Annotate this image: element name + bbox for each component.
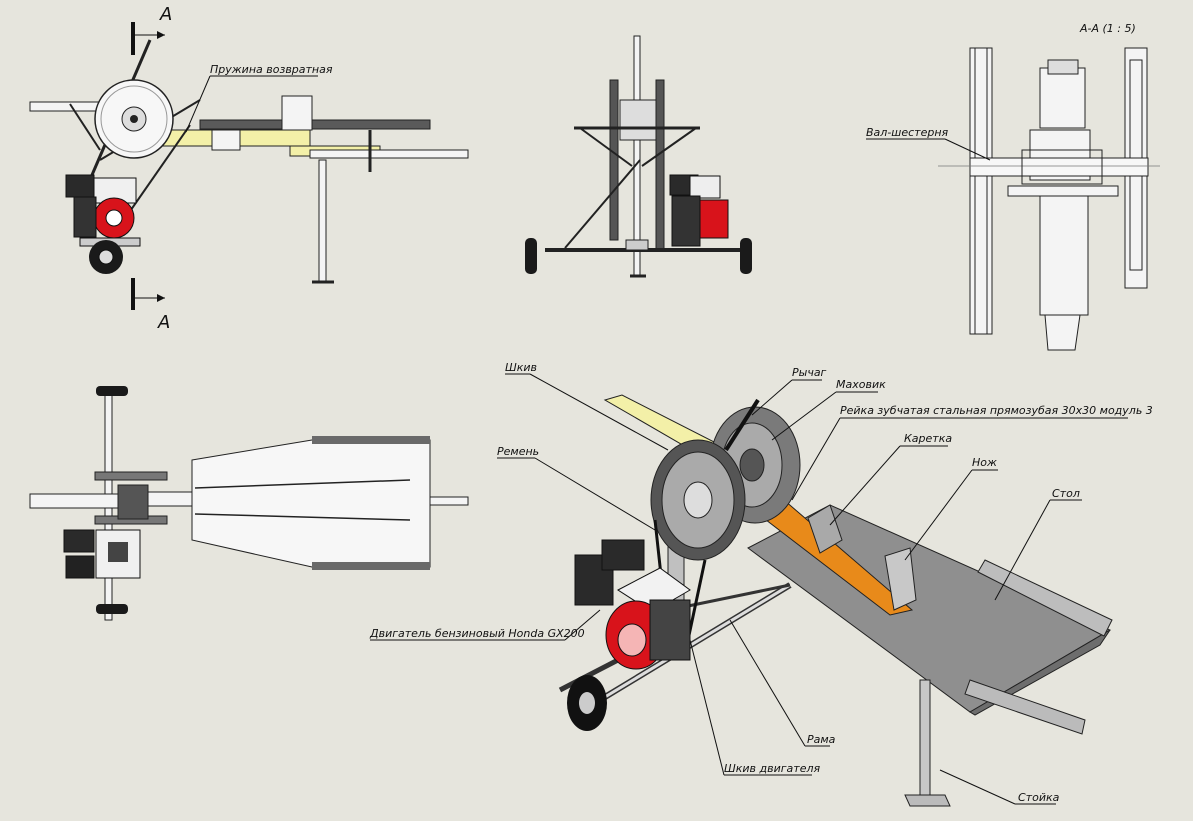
section-mast xyxy=(1039,194,1089,316)
plan-wheel-bottom xyxy=(96,604,128,614)
label-pinion-shaft: Вал-шестерня xyxy=(866,126,949,139)
front-pulley-edge xyxy=(655,79,665,251)
section-letter-top: A xyxy=(159,4,172,25)
plan-view xyxy=(29,386,469,621)
label-belt: Ремень xyxy=(497,445,539,458)
plan-table xyxy=(191,439,431,568)
section-marker-top: A xyxy=(131,4,172,55)
section-view: A-A (1 : 5) Вал-шестерня xyxy=(866,22,1160,351)
label-engine: Двигатель бензиновый Honda GX200 xyxy=(369,627,585,640)
plan-handle xyxy=(29,493,125,509)
iso-carriage-block xyxy=(807,504,843,554)
iso-knife xyxy=(884,547,917,611)
side-stand xyxy=(318,159,327,283)
section-letter-bottom: A xyxy=(157,312,170,333)
label-engine-pulley: Шкив двигателя xyxy=(724,762,820,775)
section-pinion-shaft xyxy=(969,157,1149,177)
section-left-wheel xyxy=(969,47,993,335)
label-knife: Нож xyxy=(972,456,997,469)
label-flywheel: Маховик xyxy=(836,378,886,391)
label-pulley: Шкив xyxy=(505,361,537,374)
side-top-rail xyxy=(199,119,431,130)
section-view-title: A-A (1 : 5) xyxy=(1079,22,1136,35)
front-engine xyxy=(689,175,721,199)
label-lever: Рычаг xyxy=(792,366,827,379)
front-wheel-left xyxy=(525,238,537,274)
iso-lever xyxy=(724,398,760,452)
isometric-view: Шкив Рычаг Маховик Рейка зубчатая стальн… xyxy=(369,361,1153,807)
front-view xyxy=(525,35,752,278)
side-table-edge xyxy=(309,149,469,159)
label-frame: Рама xyxy=(807,733,836,746)
side-engine-tank xyxy=(65,174,95,198)
side-handle-beam xyxy=(29,101,101,112)
front-flywheel-edge xyxy=(609,79,619,241)
iso-stand xyxy=(919,679,931,799)
plan-wheel-top xyxy=(96,386,128,396)
label-table: Стол xyxy=(1052,487,1080,500)
label-carriage: Каретка xyxy=(904,432,952,445)
plan-engine-tank xyxy=(63,529,95,553)
front-wheel-right xyxy=(740,238,752,274)
label-stand: Стойка xyxy=(1018,791,1060,804)
label-rack: Рейка зубчатая стальная прямозубая 30х30… xyxy=(840,404,1153,417)
side-view: A A xyxy=(29,4,469,333)
side-knife xyxy=(281,95,313,131)
section-marker-bottom: A xyxy=(131,278,170,333)
label-spring: Пружина возвратная xyxy=(210,63,333,76)
